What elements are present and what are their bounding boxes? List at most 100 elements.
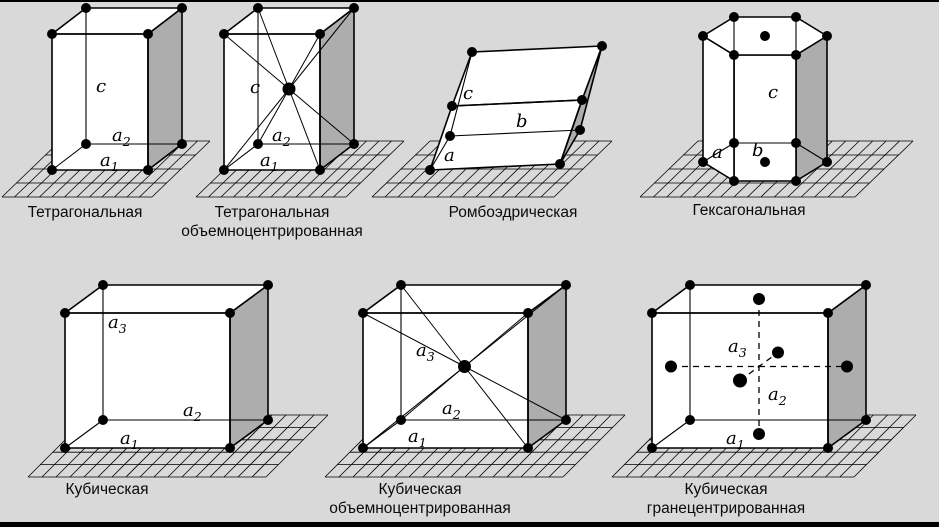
atom-dot xyxy=(282,82,296,96)
caption-line: Кубическая xyxy=(378,481,462,498)
atom-dot xyxy=(177,139,187,149)
atom-dot xyxy=(729,138,739,148)
atom-dot xyxy=(315,165,325,175)
atom-dot xyxy=(791,12,801,22)
caption-line: Тетрагональная xyxy=(27,204,143,221)
atom-dot xyxy=(225,308,235,318)
atom-dot xyxy=(263,280,273,290)
axis-label: a1 xyxy=(726,428,745,452)
axis-label: a2 xyxy=(272,125,291,149)
caption-line: объемноцентрированная xyxy=(181,223,363,240)
atom-dot xyxy=(791,50,801,60)
caption-tetragonal-body-centered: Тетрагональная объемноцентрированная xyxy=(181,203,362,241)
caption-line: Ромбоэдрическая xyxy=(448,204,578,221)
atom-dot xyxy=(760,31,770,41)
atom-dot xyxy=(822,31,832,41)
atom-dot xyxy=(81,3,91,13)
caption-rhombohedral: Ромбоэдрическая xyxy=(449,203,578,222)
atom-dot xyxy=(647,308,657,318)
atom-dot xyxy=(665,360,677,373)
axis-label: a1 xyxy=(408,426,427,450)
atom-dot xyxy=(523,308,533,318)
atom-dot xyxy=(60,308,70,318)
atom-dot xyxy=(772,346,784,359)
atom-dot xyxy=(685,415,695,425)
axis-label: a xyxy=(712,142,723,163)
figure-cubic: a3 a2 a1 xyxy=(60,280,273,453)
atom-dot xyxy=(575,125,585,135)
atom-dot xyxy=(822,157,832,167)
figure-cubic-body-centered: a3 a2 a1 xyxy=(358,280,571,453)
atom-dot xyxy=(685,280,695,290)
atom-dot xyxy=(358,308,368,318)
atom-dot xyxy=(98,415,108,425)
atom-dot xyxy=(729,50,739,60)
atom-dot xyxy=(861,280,871,290)
atom-dot xyxy=(60,443,70,453)
atom-dot xyxy=(698,31,708,41)
atom-dot xyxy=(729,12,739,22)
atom-dot xyxy=(253,3,263,13)
atom-dot xyxy=(47,165,57,175)
atom-dot xyxy=(219,29,229,39)
atom-dot xyxy=(823,443,833,453)
axis-label: a3 xyxy=(416,340,435,364)
atom-dot xyxy=(349,3,359,13)
caption-line: объемноцентрированная xyxy=(329,500,511,517)
atom-dot xyxy=(98,280,108,290)
axis-label: c xyxy=(463,83,473,104)
atom-dot xyxy=(733,373,747,388)
atom-dot xyxy=(177,3,187,13)
figure-rhombohedral: cba xyxy=(425,41,607,175)
atom-dot xyxy=(561,280,571,290)
atom-dot xyxy=(47,29,57,39)
atom-dot xyxy=(458,360,471,373)
atom-dot xyxy=(753,293,765,305)
atom-dot xyxy=(791,138,801,148)
axis-label: c xyxy=(250,77,260,98)
atom-dot xyxy=(396,280,406,290)
atom-dot xyxy=(315,29,325,39)
axis-label: a2 xyxy=(442,398,461,422)
top-border xyxy=(0,0,939,2)
axis-label: a3 xyxy=(108,312,127,336)
axis-label: a2 xyxy=(183,400,202,424)
atom-dot xyxy=(425,165,435,175)
atom-dot xyxy=(523,443,533,453)
atom-dot xyxy=(467,47,477,57)
atom-dot xyxy=(445,131,455,141)
atom-dot xyxy=(841,360,853,373)
axis-label: a1 xyxy=(120,428,139,452)
atom-dot xyxy=(358,443,368,453)
atom-dot xyxy=(561,415,571,425)
atom-dot xyxy=(143,29,153,39)
atom-dot xyxy=(81,139,91,149)
caption-line: Кубическая xyxy=(65,481,149,498)
atom-dot xyxy=(219,165,229,175)
atom-dot xyxy=(577,95,587,105)
atom-dot xyxy=(760,157,770,167)
axis-label: a1 xyxy=(260,150,279,174)
atom-dot xyxy=(823,308,833,318)
caption-hexagonal: Гексагональная xyxy=(692,201,805,220)
caption-line: Тетрагональная xyxy=(214,204,330,221)
axis-label: a2 xyxy=(768,384,787,408)
atom-dot xyxy=(225,443,235,453)
atom-dot xyxy=(791,176,801,186)
atom-dot xyxy=(597,41,607,51)
atom-dot xyxy=(729,176,739,186)
axis-label: b xyxy=(752,140,764,161)
axis-label: a xyxy=(444,145,455,166)
atom-dot xyxy=(253,139,263,149)
caption-tetragonal: Тетрагональная xyxy=(28,203,143,222)
bottom-border xyxy=(0,522,939,527)
atom-dot xyxy=(753,428,765,440)
atom-dot xyxy=(447,101,457,111)
atom-dot xyxy=(396,415,406,425)
atom-dot xyxy=(143,165,153,175)
atom-dot xyxy=(861,415,871,425)
